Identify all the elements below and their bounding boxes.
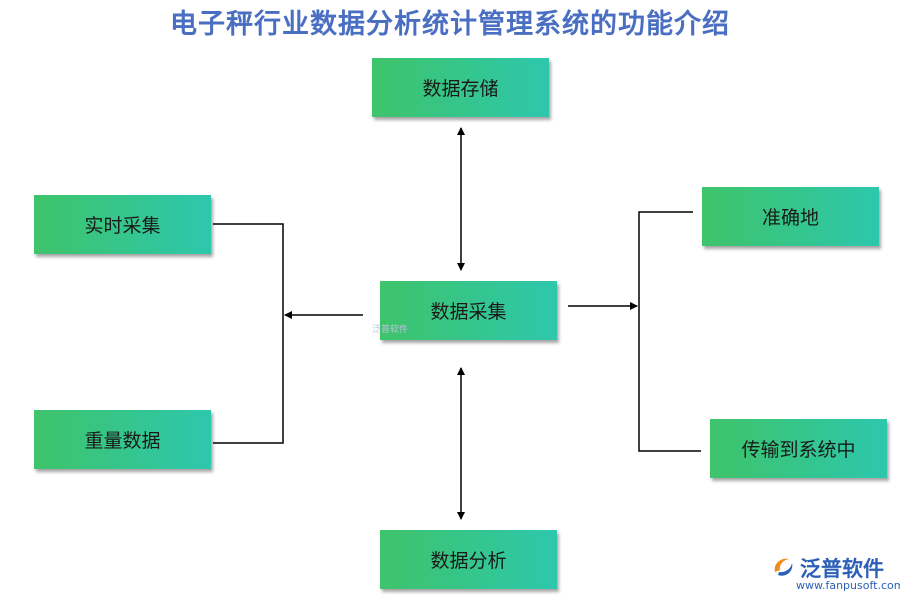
node-accurate: 准确地 bbox=[702, 187, 879, 246]
logo-name: 泛普软件 bbox=[800, 557, 884, 581]
logo-url: www.fanpusoft.com bbox=[796, 579, 900, 592]
fanpu-logo-icon bbox=[774, 558, 793, 576]
node-realtime: 实时采集 bbox=[34, 195, 211, 254]
bracket-right bbox=[638, 211, 701, 452]
watermark: 泛普软件 bbox=[372, 325, 409, 335]
node-storage: 数据存储 bbox=[372, 58, 549, 117]
page-title: 电子秤行业数据分析统计管理系统的功能介绍 bbox=[170, 9, 730, 40]
node-analysis: 数据分析 bbox=[380, 530, 557, 589]
bracket-left bbox=[213, 223, 284, 444]
node-center: 数据采集 bbox=[380, 281, 557, 340]
node-transfer: 传输到系统中 bbox=[710, 419, 887, 478]
node-weight: 重量数据 bbox=[34, 410, 211, 469]
